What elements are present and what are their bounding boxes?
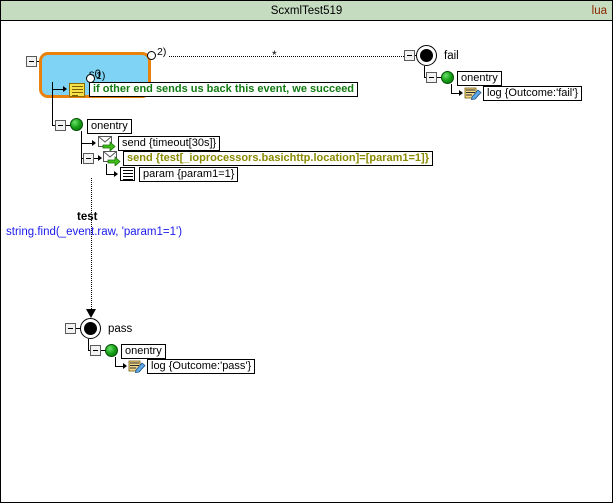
send-icon: [98, 136, 116, 151]
onentry-collapse-toggle[interactable]: [55, 120, 66, 131]
send-test-icon: [103, 151, 121, 166]
pass-onentry-branch-line-2: [101, 350, 108, 351]
param-tree-spine: [106, 164, 107, 175]
diagram-canvas[interactable]: s0 2) 1) * if other end sends us back th…: [1, 22, 612, 502]
param-icon: [120, 167, 135, 181]
transition-to-pass-condition: string.find(_event.raw, 'param1=1'): [6, 226, 183, 238]
fail-log-branch-arrow: [459, 90, 463, 96]
onentry-branch-line-2: [66, 125, 73, 126]
param-text: param {param1=1}: [139, 167, 239, 182]
pass-onentry-icon: [105, 344, 118, 357]
comment-branch-line: [52, 89, 64, 90]
fail-log-branch-line: [451, 93, 461, 94]
send-test-branch-arrow: [98, 155, 102, 161]
pass-onentry-collapse-toggle[interactable]: [90, 345, 101, 356]
s0-tree-spine: [52, 82, 53, 125]
fail-onentry-branch-line-2: [437, 77, 444, 78]
fail-onentry-branch-line: [424, 77, 427, 78]
fail-log-icon: [464, 87, 482, 100]
fail-onentry-icon: [441, 71, 454, 84]
window-titlebar: ScxmlTest519 lua: [1, 1, 612, 21]
onentry-tree-spine: [81, 131, 82, 164]
pass-onentry-label: onentry: [121, 344, 166, 359]
send-timeout-branch-arrow: [92, 140, 96, 146]
comment-icon: [69, 83, 85, 97]
s0-port-2-dot[interactable]: [147, 51, 156, 60]
send-timeout-branch-line: [81, 143, 93, 144]
state-pass-label: pass: [108, 323, 133, 335]
transition-to-pass-event: test: [77, 211, 98, 223]
s0-collapse-toggle[interactable]: [26, 56, 37, 67]
comment-branch-arrow: [63, 86, 67, 92]
pass-log-text: log {Outcome:'pass'}: [147, 359, 256, 374]
send-test-branch-line: [81, 158, 84, 159]
param-branch-arrow: [114, 171, 118, 177]
pass-collapse-toggle[interactable]: [65, 323, 76, 334]
pass-log-icon: [128, 360, 146, 373]
fail-log-spine: [451, 84, 452, 94]
fail-onentry-label: onentry: [457, 71, 502, 86]
s0-port-1-label: 1): [96, 70, 106, 82]
transition-s0-to-pass-line[interactable]: [91, 178, 92, 311]
fail-log-text: log {Outcome:'fail'}: [483, 86, 583, 101]
transition-s0-to-fail-line[interactable]: [169, 56, 412, 57]
language-badge: lua: [591, 5, 607, 17]
state-pass[interactable]: [80, 318, 101, 339]
onentry-branch-line: [52, 125, 56, 126]
send-test-branch-line-2: [94, 158, 100, 159]
transition-s0-to-pass-arrow: [86, 309, 96, 318]
fail-collapse-toggle[interactable]: [404, 50, 415, 61]
pass-tree-spine: [88, 339, 89, 351]
pass-log-branch-arrow: [123, 363, 127, 369]
param-branch-line: [106, 174, 116, 175]
send-timeout-text: send {timeout[30s]}: [118, 136, 221, 151]
pass-onentry-branch-line: [88, 350, 91, 351]
fail-onentry-collapse-toggle[interactable]: [426, 72, 437, 83]
window-title: ScxmlTest519: [270, 5, 343, 17]
transition-s0-to-fail-event: *: [272, 48, 277, 62]
state-fail-label: fail: [444, 50, 459, 62]
send-test-text: send {test[_ioprocessors.basichttp.locat…: [123, 151, 433, 166]
pass-log-branch-line: [115, 366, 125, 367]
fail-tree-spine: [424, 66, 425, 78]
send-test-collapse-toggle[interactable]: [83, 153, 94, 164]
pass-log-spine: [115, 357, 116, 367]
pass-connector-line: [76, 328, 80, 329]
comment-text: if other end sends us back this event, w…: [89, 82, 359, 97]
state-fail[interactable]: [416, 45, 437, 66]
s0-port-2-label: 2): [157, 46, 167, 58]
onentry-icon: [70, 118, 83, 131]
onentry-label: onentry: [87, 119, 132, 134]
